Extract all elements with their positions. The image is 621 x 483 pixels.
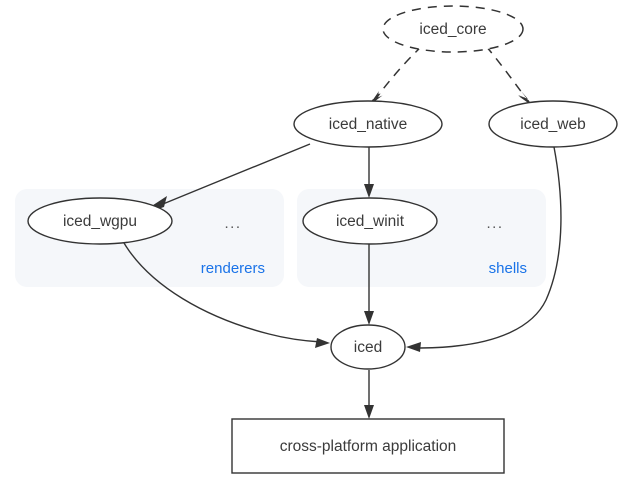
arrowhead-iced-web-to-iced (406, 342, 421, 352)
iced-core-ellipse (382, 5, 524, 53)
node-iced[interactable]: iced (330, 324, 406, 370)
iced-label: iced (354, 339, 382, 356)
iced-wgpu-ellipse (27, 197, 173, 245)
edge-iced-web-to-iced (455, 146, 562, 347)
iced-wgpu-label: iced_wgpu (63, 213, 137, 230)
iced-core-label: iced_core (419, 21, 486, 38)
iced-winit-label: iced_winit (336, 213, 405, 230)
iced-web-label: iced_web (520, 116, 586, 133)
arrowhead-iced-winit-to-iced (364, 311, 374, 325)
iced-web-ellipse (488, 100, 618, 148)
edge-iced-core-to-iced-web (485, 45, 526, 98)
iced-native-ellipse (293, 100, 443, 148)
node-application[interactable]: cross-platform application (231, 418, 505, 474)
iced-winit-ellipse (302, 197, 438, 245)
arrowhead-iced-to-application (364, 405, 374, 419)
edge-iced-web-to-iced-tail (413, 345, 457, 349)
iced-ellipse (330, 324, 406, 370)
cluster-label-shells: shells (489, 260, 527, 277)
application-rect (231, 418, 505, 474)
node-iced-core[interactable]: iced_core (382, 5, 524, 53)
shells-ellipsis: ... (486, 215, 503, 232)
node-iced-winit[interactable]: iced_winit (302, 197, 438, 245)
iced-native-label: iced_native (329, 116, 407, 133)
cluster-label-renderers: renderers (201, 260, 265, 277)
edge-iced-core-to-iced-native (375, 45, 423, 99)
arrowhead-iced-native-to-iced-winit (364, 184, 374, 198)
node-iced-native[interactable]: iced_native (293, 100, 443, 148)
node-iced-web[interactable]: iced_web (488, 100, 618, 148)
renderers-ellipsis: ... (224, 215, 241, 232)
application-label: cross-platform application (280, 438, 457, 455)
arrowhead-iced-wgpu-to-iced (315, 338, 330, 348)
edge-iced-native-to-iced-wgpu (162, 143, 311, 205)
edge-iced-wgpu-to-iced (123, 242, 322, 343)
node-iced-wgpu[interactable]: iced_wgpu (27, 197, 173, 245)
